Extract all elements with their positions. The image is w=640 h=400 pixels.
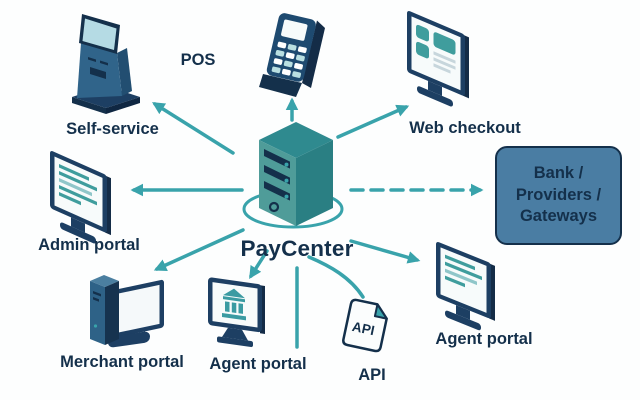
arrow-to-web-checkout — [336, 104, 410, 139]
label-web-checkout: Web checkout — [409, 119, 521, 137]
bank-box-line-1: Bank / — [533, 164, 584, 183]
desktop-computer-icon — [90, 275, 164, 348]
bank-box-line-2: Providers / — [515, 185, 602, 204]
label-api: API — [358, 366, 386, 384]
arrow-to-self-service — [152, 102, 235, 155]
connector-to-api — [307, 255, 365, 299]
label-merchant-portal: Merchant portal — [60, 353, 184, 371]
label-pos: POS — [180, 51, 216, 69]
monitor-text-icon — [436, 241, 495, 331]
tower-icon — [90, 275, 119, 345]
kiosk-icon — [72, 14, 140, 114]
arrow-to-agent-portal-right — [349, 239, 421, 264]
pos-terminal-icon — [259, 13, 325, 97]
label-self-service: Self-service — [66, 120, 159, 138]
label-paycenter: PayCenter — [240, 236, 354, 261]
arrow-to-merchant-portal — [153, 228, 245, 271]
server-icon — [242, 122, 344, 229]
bank-glyph — [222, 288, 246, 321]
label-agent-portal-right: Agent portal — [435, 330, 533, 348]
monitor-webpage-icon — [407, 11, 469, 107]
label-agent-portal-bottom: Agent portal — [209, 355, 307, 373]
arrow-to-agent-portal-bottom — [249, 249, 269, 279]
monitor-text-icon — [50, 151, 111, 244]
bank-box-line-3: Gateways — [519, 207, 598, 226]
label-admin-portal: Admin portal — [38, 236, 140, 254]
file-api-icon: API — [342, 298, 388, 353]
api-file-text: API — [351, 319, 376, 338]
monitor-bank-icon — [208, 277, 265, 348]
bank-providers-gateways-box: Bank / Providers / Gateways — [495, 146, 622, 245]
